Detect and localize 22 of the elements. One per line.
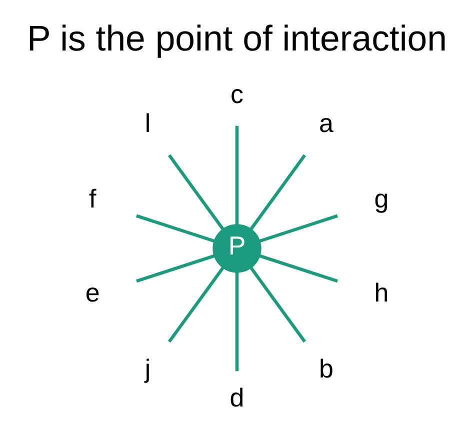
node-text: a (319, 109, 334, 138)
node-text: j (144, 354, 151, 383)
connector (136, 254, 215, 282)
connector (235, 272, 239, 371)
connector (136, 214, 215, 242)
node-text: c (230, 80, 244, 108)
connector (250, 154, 306, 230)
connector (250, 266, 306, 342)
node-text: l (144, 109, 151, 138)
node-text: h (374, 279, 389, 308)
node-text: e (85, 279, 100, 308)
connector (259, 254, 338, 282)
diagram-title: P is the point of interaction (27, 18, 447, 58)
node-text: b (319, 354, 334, 383)
connector (259, 214, 338, 242)
connector (168, 266, 224, 342)
node-text: f (88, 185, 96, 214)
node-circle: P (212, 224, 262, 272)
connector (168, 154, 224, 230)
node-text: d (230, 384, 244, 412)
connector (235, 125, 239, 224)
node-text: g (374, 185, 389, 214)
